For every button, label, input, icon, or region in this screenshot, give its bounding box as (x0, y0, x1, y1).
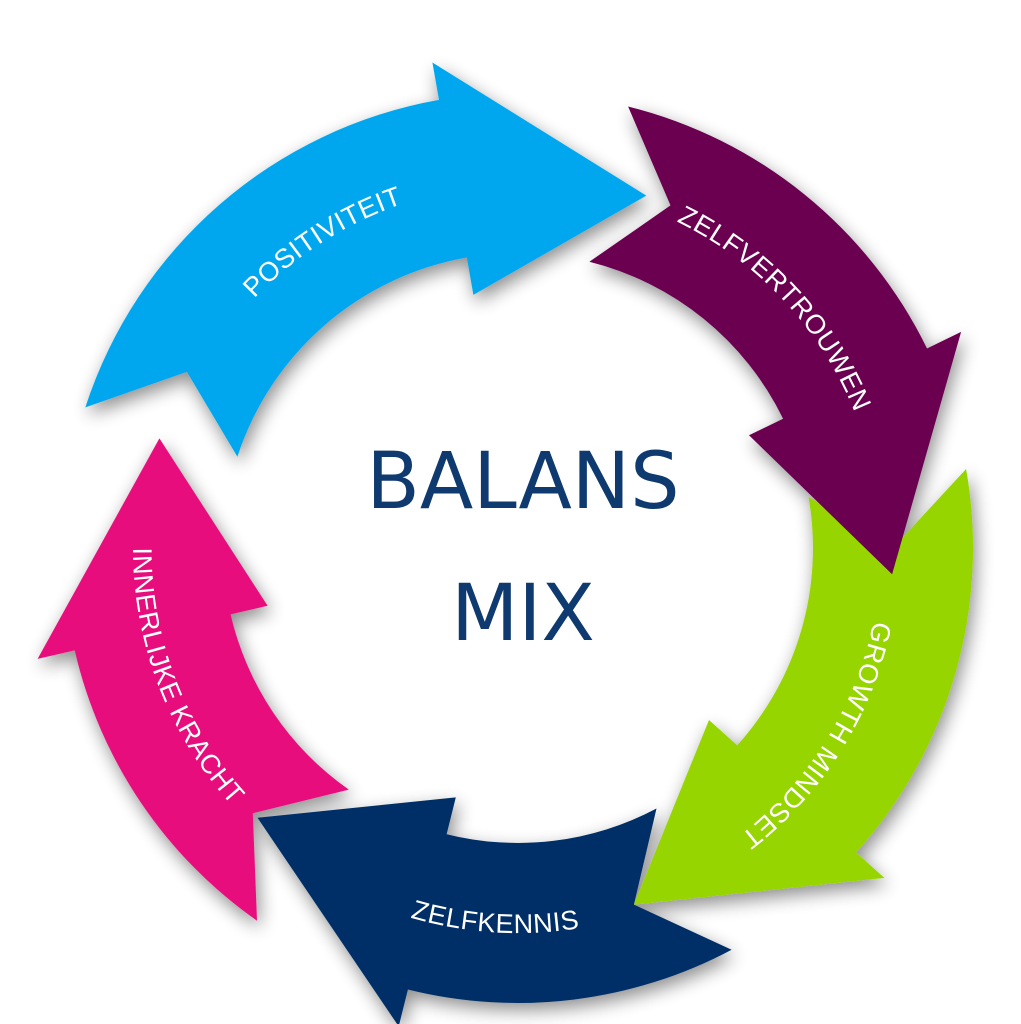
center-title-line2: MIX (451, 569, 595, 659)
arrow-segment-growth-mindset (633, 469, 974, 905)
arrow-segment-zelfvertrouwen (589, 106, 962, 575)
arrow-segment-zelfkennis (257, 797, 732, 1024)
arrow-segment-positiviteit (85, 62, 647, 457)
center-title-line1: BALANS (366, 437, 679, 527)
arrow-segment-innerlijke-kracht (37, 438, 349, 921)
